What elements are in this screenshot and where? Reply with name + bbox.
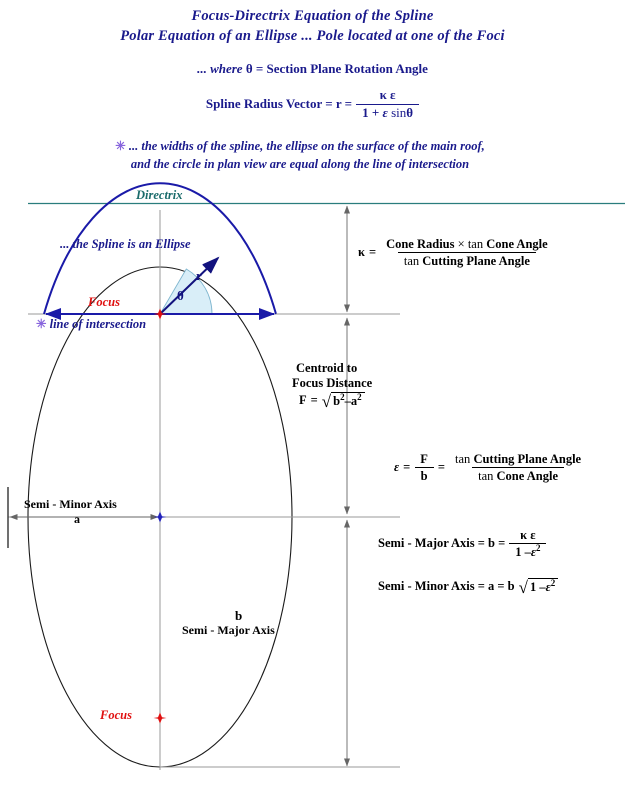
cone-radius-text: Cone Radius	[386, 237, 455, 251]
radius-eq-numerator: κ ε	[379, 87, 396, 102]
cutting-plane-angle-text-1: Cutting Plane Angle	[422, 254, 530, 269]
radius-eq-fraction: κ ε 1 + ε sinθ	[356, 87, 420, 121]
den-sin: sin	[391, 104, 407, 120]
eccentricity-formula: ε = F b = tan Cutting Plane Angle tan Co…	[394, 452, 587, 484]
widths-note: ✳ ... the widths of the spline, the elli…	[0, 137, 600, 173]
asterisk-icon: ✳	[115, 139, 126, 153]
semi-minor-axis-label: Semi - Minor Axis	[24, 497, 117, 511]
semi-minor-sqrt: √ 1 –ε2	[518, 577, 559, 597]
line-of-intersection-text: line of intersection	[49, 317, 147, 331]
spline-arc	[43, 182, 277, 315]
radius-vector-arrow	[159, 256, 220, 315]
b-exponent: 2	[340, 391, 345, 402]
semi-major-axis-symbol: b	[235, 608, 243, 623]
epsilon-radicand: ε	[545, 580, 551, 594]
semi-minor-lhs: Semi - Minor Axis = a = b	[378, 579, 515, 593]
focus-top-label: Focus	[88, 295, 120, 309]
theta-symbol: θ	[245, 61, 253, 76]
epsilon-exponent-2: 2	[550, 577, 556, 588]
b-term: b	[333, 394, 341, 408]
page-title-line-1: Focus-Directrix Equation of the Spline	[191, 8, 434, 24]
f-equals: =	[310, 393, 318, 407]
radius-eq-denominator: 1 + ε sinθ	[356, 103, 420, 121]
kappa-formula: κ = Cone Radius × tan Cone Angle tan Cut…	[358, 237, 554, 269]
page-title-line-2: Polar Equation of an Ellipse ... Pole lo…	[120, 28, 505, 44]
semi-minor-sqrt-body: 1 –ε2	[527, 577, 559, 595]
cone-angle-text-1: Cone Angle	[486, 237, 548, 251]
semi-major-fraction: κ ε 1 –ε2	[509, 528, 547, 560]
a-exponent: 2	[357, 391, 362, 402]
subtitle-prefix: ... where	[197, 61, 246, 76]
radius-symbol-label: r	[196, 268, 202, 283]
one-minus: 1 –	[515, 545, 531, 560]
tan-text-1: tan	[467, 237, 484, 251]
times-symbol: ×	[457, 237, 465, 251]
tan-ratio-fraction: tan Cutting Plane Angle tan Cone Angle	[449, 452, 587, 484]
radius-eq-lhs: Spline Radius Vector = r =	[205, 96, 353, 112]
f-numerator: F	[420, 452, 428, 466]
cutting-plane-angle-text-2: Cutting Plane Angle	[473, 452, 582, 466]
note-text-1: ... the widths of the spline, the ellips…	[128, 139, 485, 153]
sqrt-body: b2–a2	[331, 391, 365, 409]
tan-ratio-numerator: tan Cutting Plane Angle	[449, 452, 587, 467]
top-focus-marker	[153, 308, 167, 320]
tan-text-2: tan	[403, 254, 420, 269]
directrix-label: Directrix	[136, 188, 183, 202]
kappa-symbol: κ	[358, 245, 365, 260]
epsilon-equals-1: =	[403, 460, 411, 475]
center-marker	[153, 511, 167, 523]
kappa-fraction: Cone Radius × tan Cone Angle tan Cutting…	[380, 237, 554, 269]
sqrt-expression: √ b2–a2	[321, 391, 365, 411]
spline-radius-vector-equation: Spline Radius Vector = r = κ ε 1 + ε sin…	[0, 87, 625, 121]
line-of-intersection-label: ✳ line of intersection	[36, 316, 146, 332]
epsilon-den: ε	[530, 545, 536, 560]
tan-ratio-denominator: tan Cone Angle	[472, 467, 564, 483]
focus-bottom-label: Focus	[100, 708, 132, 722]
radical-icon-2: √	[518, 578, 528, 597]
semi-major-lhs: Semi - Major Axis = b =	[378, 536, 506, 551]
semi-major-denominator: 1 –ε2	[509, 543, 547, 560]
centroid-label-line-2: Focus Distance	[292, 376, 373, 390]
one-minus-2: 1 –	[529, 580, 546, 594]
kappa-equals: =	[368, 245, 377, 260]
note-line-2: and the circle in plan view are equal al…	[130, 157, 470, 172]
semi-major-numerator: κ ε	[520, 528, 536, 542]
bottom-focus-marker	[153, 712, 167, 724]
den-theta: θ	[406, 104, 414, 120]
semi-minor-axis-formula: Semi - Minor Axis = a = b √ 1 –ε2	[378, 577, 559, 597]
den-epsilon: ε	[382, 104, 388, 120]
semi-major-axis-formula: Semi - Major Axis = b = κ ε 1 –ε2	[378, 528, 547, 560]
semi-minor-axis-symbol: a	[74, 512, 80, 526]
cone-angle-text-2: Cone Angle	[496, 469, 558, 484]
b-denominator: b	[414, 467, 434, 483]
kappa-numerator: Cone Radius × tan Cone Angle	[380, 237, 554, 252]
den-one-plus: 1 +	[362, 104, 380, 120]
centroid-label-line-1: Centroid to	[296, 361, 358, 375]
kappa-denominator: tan Cutting Plane Angle	[397, 252, 536, 269]
note-line-1: ✳ ... the widths of the spline, the elli…	[0, 137, 600, 155]
subtitle-text: = Section Plane Rotation Angle	[252, 61, 428, 76]
radical-icon: √	[321, 392, 332, 411]
f-symbol: F	[299, 393, 307, 407]
epsilon-equals-2: =	[437, 460, 446, 475]
tan-text-4: tan	[478, 469, 494, 484]
minus-symbol: –	[344, 394, 351, 408]
line-of-intersection-asterisk-icon: ✳	[36, 317, 47, 331]
tan-text-3: tan	[455, 452, 471, 466]
theta-symbol-label: θ	[177, 288, 184, 303]
epsilon-exponent-1: 2	[535, 543, 541, 554]
a-term: a	[350, 394, 358, 408]
f-over-b-fraction: F b	[414, 452, 434, 484]
spline-is-ellipse-label: ... the Spline is an Ellipse	[60, 237, 191, 251]
focus-distance-formula: F = √ b2–a2	[299, 391, 365, 411]
subtitle: ... where θ = Section Plane Rotation Ang…	[0, 61, 625, 77]
epsilon-symbol: ε	[394, 460, 400, 475]
semi-major-axis-label: Semi - Major Axis	[182, 623, 275, 637]
